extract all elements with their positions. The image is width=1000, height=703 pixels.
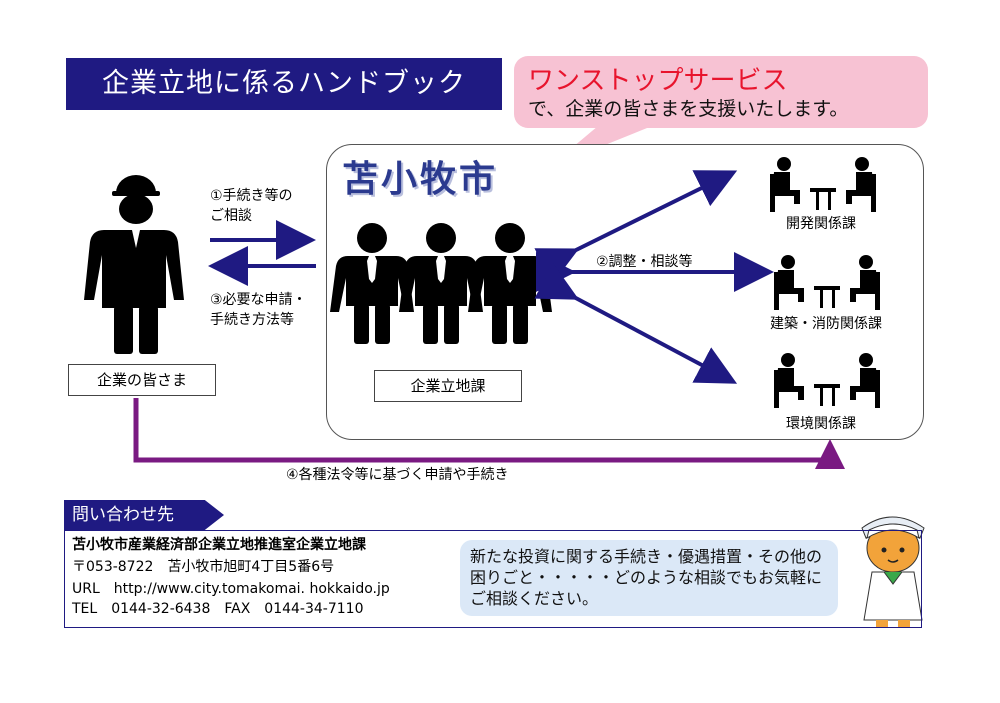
step1-label-line2: ご相談 <box>210 208 252 224</box>
notice-text: 新たな投資に関する手続き・優遇措置・その他の困りごと・・・・・どのような相談でも… <box>470 547 823 608</box>
mascot-icon <box>861 516 925 628</box>
step1-label-line1: ①手続き等の <box>210 188 293 204</box>
city-name: 苫小牧市 <box>342 159 499 200</box>
contact-box <box>64 530 922 628</box>
step3-label-line1: ③必要な申請・ <box>210 292 307 308</box>
dept-building-fire: 建築・消防関係課 <box>770 316 882 332</box>
meeting-icon <box>774 353 880 408</box>
one-stop-subtext: で、企業の皆さまを支援いたします。 <box>528 98 849 120</box>
meeting-icon <box>774 255 880 310</box>
one-stop-bubble <box>514 56 928 128</box>
notice-box <box>460 540 838 616</box>
staff-figures-icon <box>330 223 552 344</box>
one-stop-headline: ワンストップサービス <box>528 66 788 96</box>
contact-phone-fax: TEL 0144-32-6438 FAX 0144-34-7110 <box>72 601 364 617</box>
contact-heading: 問い合わせ先 <box>64 500 224 530</box>
department-label: 企業立地課 <box>374 370 522 402</box>
step4-line <box>133 398 845 469</box>
client-label: 企業の皆さま <box>68 364 216 396</box>
contact-url[interactable]: URL http://www.city.tomakomai. hokkaido.… <box>72 581 390 597</box>
page-title: 企業立地に係るハンドブック <box>66 58 502 110</box>
step2-arrows <box>534 170 774 384</box>
contact-office: 苫小牧市産業経済部企業立地推進室企業立地課 <box>72 537 366 553</box>
dept-development: 開発関係課 <box>786 216 856 232</box>
step3-label-line2: 手続き方法等 <box>210 312 294 328</box>
step4-label: ④各種法令等に基づく申請や手続き <box>286 467 509 483</box>
contact-address: 〒053-8722 苫小牧市旭町4丁目5番6号 <box>72 559 335 575</box>
step2-label: ②調整・相談等 <box>596 254 693 270</box>
client-person-icon <box>84 175 184 354</box>
meeting-icon <box>770 157 876 212</box>
dept-environment: 環境関係課 <box>786 416 856 432</box>
